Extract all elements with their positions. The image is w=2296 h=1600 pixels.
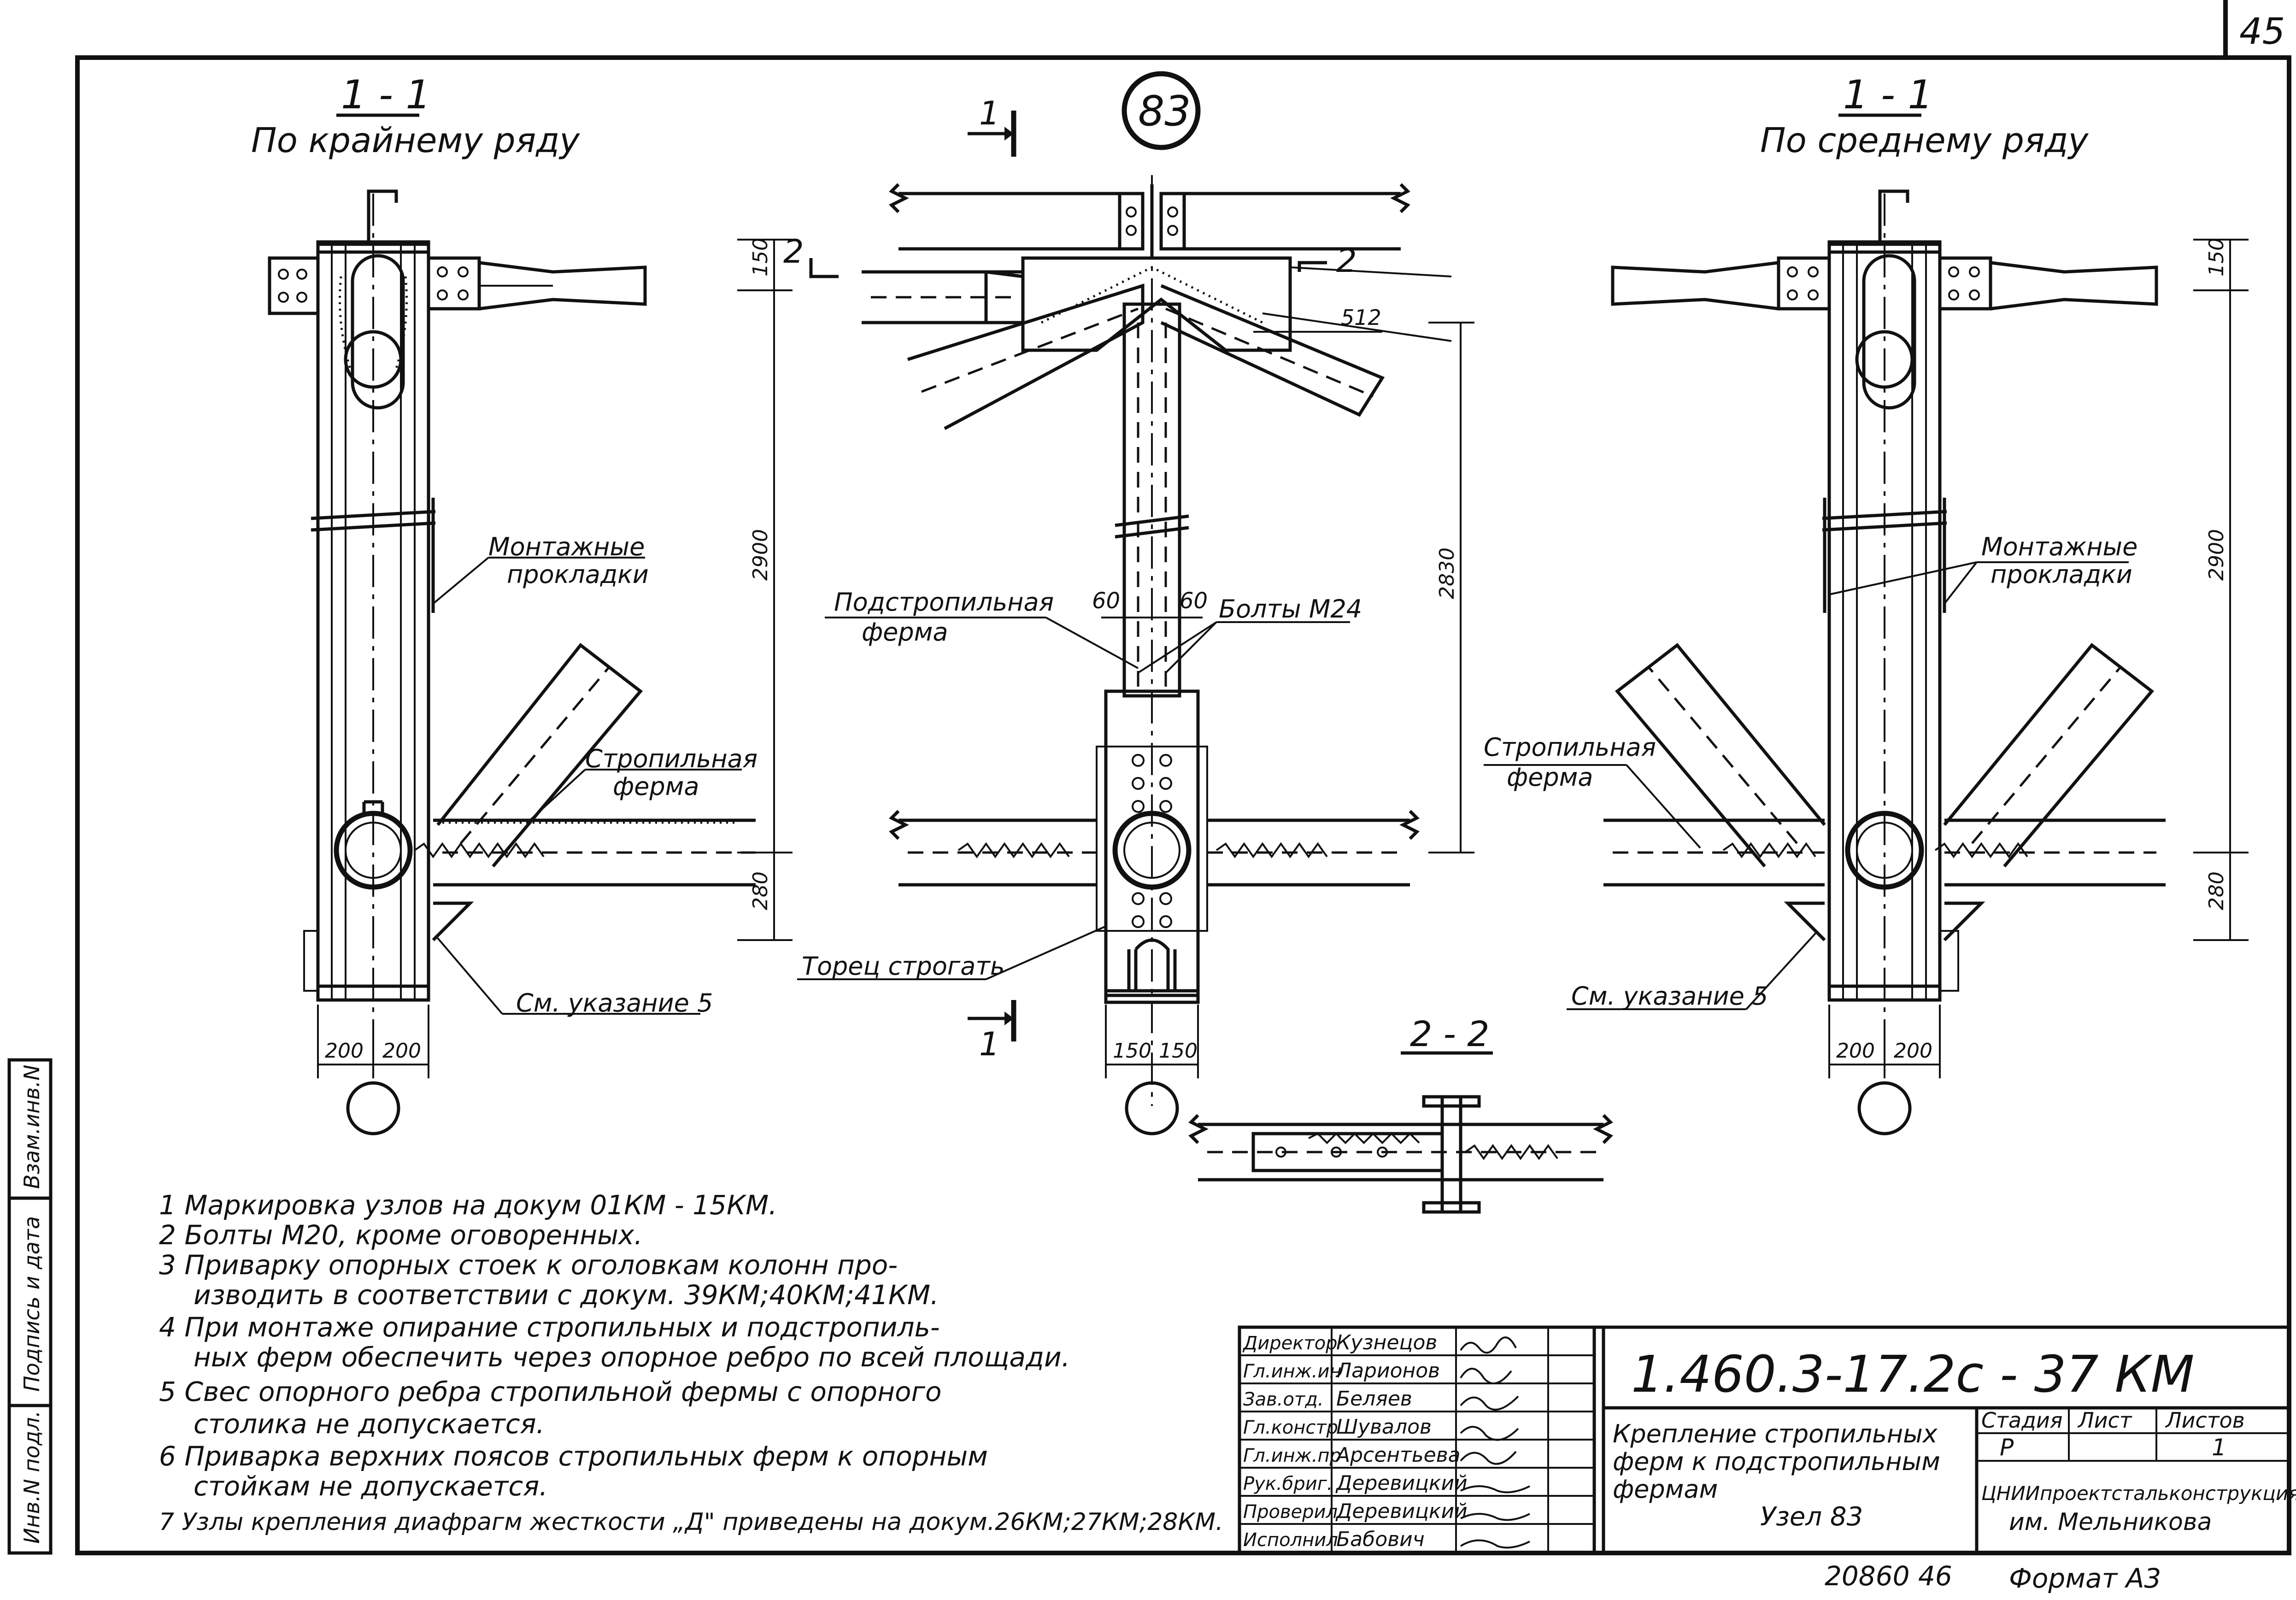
handwritten-signatures: [1460, 1336, 1530, 1549]
right-see-note-label: См. указание 5: [1571, 982, 1768, 1011]
note-1: 1 Маркировка узлов на докум 01КМ - 15КМ.: [159, 1189, 777, 1221]
side-stamp: Инв.N подл. Подпись и дата Взам.инв.N: [7, 1058, 53, 1555]
left-section-title: 1 - 1: [341, 72, 431, 118]
left-view: 1 - 1 По крайнему ряду Монтажные: [251, 72, 793, 1135]
svg-text:1: 1: [979, 94, 1000, 132]
svg-text:280: 280: [749, 871, 772, 910]
paper-format: Формат А3: [2009, 1563, 2161, 1594]
planed-end-label: Торец строгать: [802, 952, 1005, 981]
svg-text:Исполнил: Исполнил: [1243, 1529, 1338, 1551]
svg-text:Р: Р: [2000, 1434, 2014, 1461]
svg-text:Рук.бриг.: Рук.бриг.: [1243, 1473, 1333, 1494]
svg-text:60: 60: [1092, 588, 1120, 614]
svg-text:Листов: Листов: [2165, 1408, 2245, 1433]
svg-text:Стадия: Стадия: [1981, 1408, 2062, 1433]
title-block: Директор Кузнецов Гл.инж.ин Ларионов Зав…: [1238, 1325, 2296, 1555]
svg-text:Директор: Директор: [1242, 1333, 1338, 1354]
svg-text:Гл.инж.ин: Гл.инж.ин: [1243, 1361, 1342, 1382]
inventory-number: 20860 46: [1825, 1560, 1952, 1592]
side-stamp-replaced: Взам.инв.N: [19, 1065, 44, 1189]
side-stamp-signature: Подпись и дата: [19, 1216, 44, 1392]
svg-text:Бабович: Бабович: [1336, 1528, 1425, 1551]
svg-text:Беляев: Беляев: [1336, 1387, 1412, 1411]
svg-text:Деревицкий: Деревицкий: [1335, 1471, 1468, 1495]
note-3-cont: изводить в соответствии с докум. 39КМ;40…: [194, 1279, 939, 1311]
drawing-title: Крепление стропильных ферм к подстропиль…: [1613, 1419, 1948, 1504]
svg-text:1: 1: [979, 1025, 1000, 1063]
note-4-cont: ных ферм обеспечить через опорное ребро …: [194, 1341, 1070, 1373]
svg-text:2: 2: [1336, 242, 1357, 280]
svg-text:Ларионов: Ларионов: [1335, 1359, 1440, 1382]
section-2-2: 2 - 2: [1188, 1013, 1613, 1214]
left-see-note-label: См. указание 5: [516, 988, 713, 1018]
svg-text:Кузнецов: Кузнецов: [1336, 1331, 1437, 1354]
svg-text:Лист: Лист: [2077, 1408, 2132, 1433]
note-6: 6 Приварка верхних поясов стропильных фе…: [159, 1441, 988, 1472]
svg-text:150: 150: [2205, 238, 2228, 276]
svg-text:2900: 2900: [2205, 529, 2228, 581]
note-6-cont: стойкам не допускается.: [194, 1471, 548, 1502]
svg-text:200: 200: [382, 1039, 421, 1063]
bolts-m24-label: Болты М24: [1219, 594, 1362, 624]
svg-text:2830: 2830: [1435, 547, 1459, 599]
org-line-1: ЦНИИпроектстальконструкция: [1981, 1482, 2296, 1505]
svg-text:150: 150: [749, 238, 772, 276]
note-7: 7 Узлы крепления диафрагм жесткости „Д" …: [159, 1508, 1223, 1536]
svg-text:200: 200: [1836, 1039, 1875, 1063]
note-5: 5 Свес опорного ребра стропильной фермы …: [159, 1376, 941, 1407]
center-view: 1 2 2 512: [783, 94, 1474, 1135]
svg-text:512: 512: [1341, 305, 1381, 330]
svg-text:2900: 2900: [749, 529, 772, 581]
note-5-cont: столика не допускается.: [194, 1408, 545, 1440]
svg-text:Деревицкий: Деревицкий: [1335, 1500, 1468, 1523]
svg-text:1: 1: [2212, 1434, 2226, 1461]
svg-text:Шувалов: Шувалов: [1336, 1415, 1432, 1439]
right-section-subtitle: По среднему ряду: [1760, 121, 2089, 160]
svg-text:200: 200: [325, 1039, 364, 1063]
drawing-frame: [75, 55, 2291, 1555]
sheet-number: 45: [2239, 11, 2285, 53]
doc-number: 1.460.3-17.2с - 37 КМ: [1631, 1345, 2195, 1404]
svg-text:60: 60: [1180, 588, 1208, 614]
svg-text:Гл.констр: Гл.констр: [1243, 1417, 1338, 1438]
svg-text:200: 200: [1894, 1039, 1932, 1063]
left-section-subtitle: По крайнему ряду: [251, 121, 580, 160]
note-3: 3 Приварку опорных стоек к оголовкам кол…: [159, 1249, 898, 1281]
svg-text:150: 150: [1113, 1039, 1151, 1063]
section-2-2-title: 2 - 2: [1410, 1013, 1489, 1054]
notes: 1 Маркировка узлов на докум 01КМ - 15КМ.…: [159, 1189, 1223, 1536]
note-2: 2 Болты М20, кроме оговоренных.: [159, 1219, 643, 1251]
side-stamp-inventory: Инв.N подл.: [19, 1411, 44, 1544]
svg-text:2: 2: [783, 233, 804, 271]
svg-text:Гл.инж.пр: Гл.инж.пр: [1243, 1445, 1341, 1466]
svg-text:Проверил: Проверил: [1243, 1501, 1338, 1523]
svg-text:150: 150: [1159, 1039, 1198, 1063]
svg-text:280: 280: [2205, 871, 2228, 910]
right-section-title: 1 - 1: [1843, 72, 1933, 118]
node-circle: 83: [1122, 71, 1201, 150]
note-4: 4 При монтаже опирание стропильных и под…: [159, 1312, 940, 1343]
svg-text:83: 83: [1138, 87, 1191, 135]
org-line-2: им. Мельникова: [2009, 1508, 2212, 1536]
svg-text:Арсентьева: Арсентьева: [1335, 1443, 1461, 1467]
node-label: Узел 83: [1760, 1502, 1863, 1532]
svg-text:Зав.отд.: Зав.отд.: [1243, 1389, 1324, 1410]
